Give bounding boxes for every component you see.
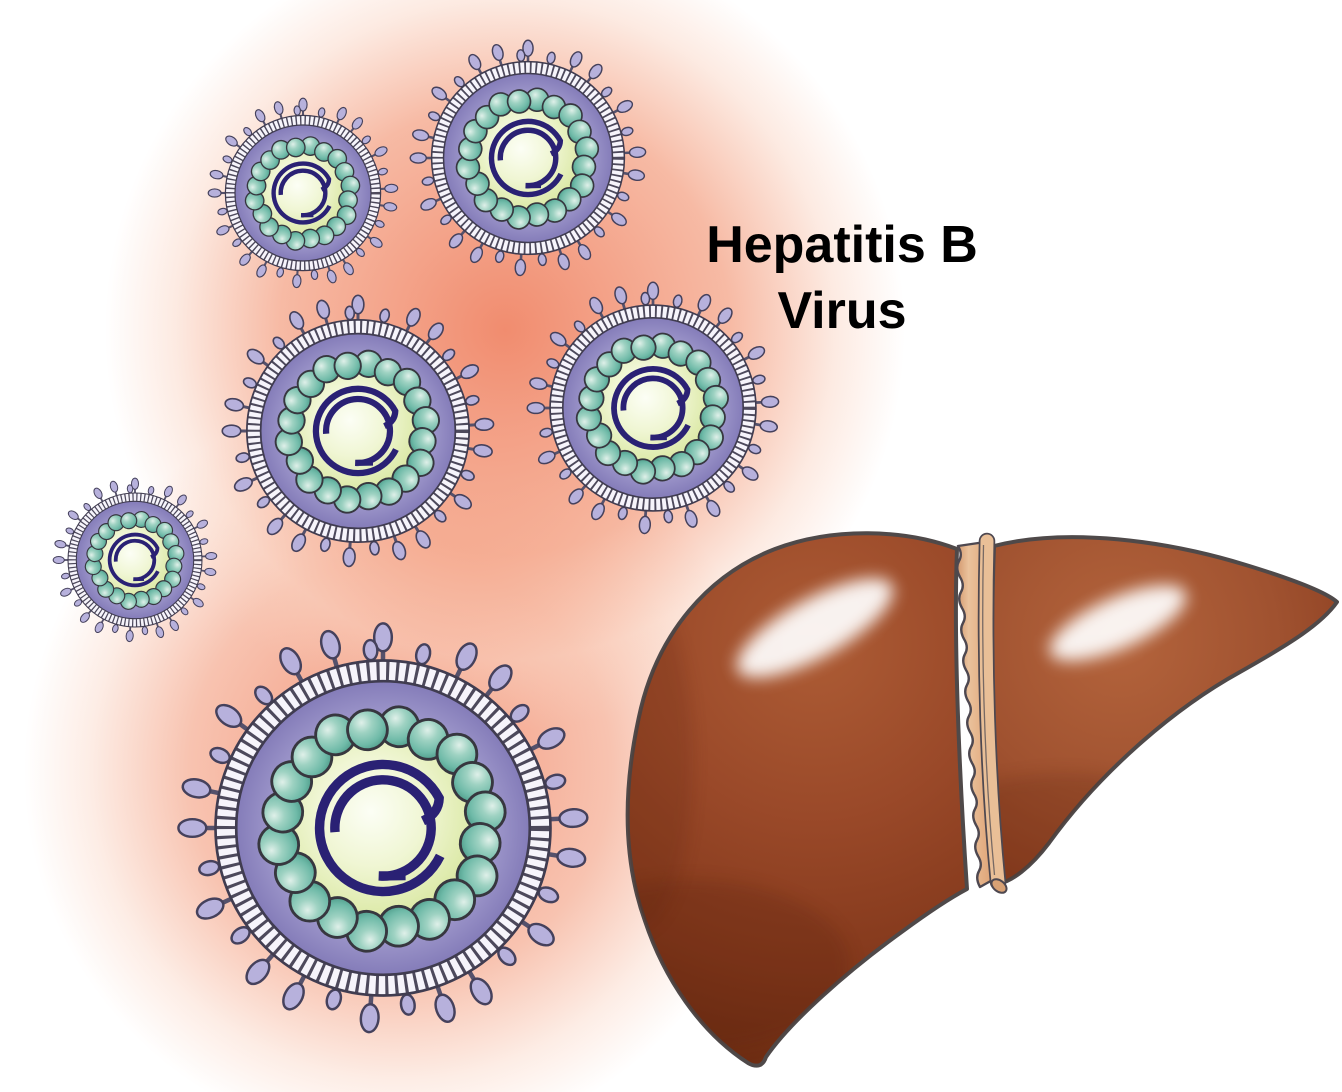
title-line-1: Hepatitis B (706, 216, 978, 274)
round-ligament-tip (990, 878, 1008, 894)
diagram-title: Hepatitis B Virus (602, 212, 1082, 344)
liver-left-shading (627, 578, 894, 1050)
virus-particle (53, 478, 217, 642)
liver-illustration (625, 531, 1339, 1068)
liver-highlight (736, 578, 894, 678)
liver-highlight (1049, 585, 1187, 661)
virus-particle (208, 98, 398, 288)
round-ligament (977, 532, 1008, 894)
virus-particle (222, 295, 494, 567)
virus-particle (178, 623, 587, 1032)
title-line-2: Virus (777, 282, 907, 340)
